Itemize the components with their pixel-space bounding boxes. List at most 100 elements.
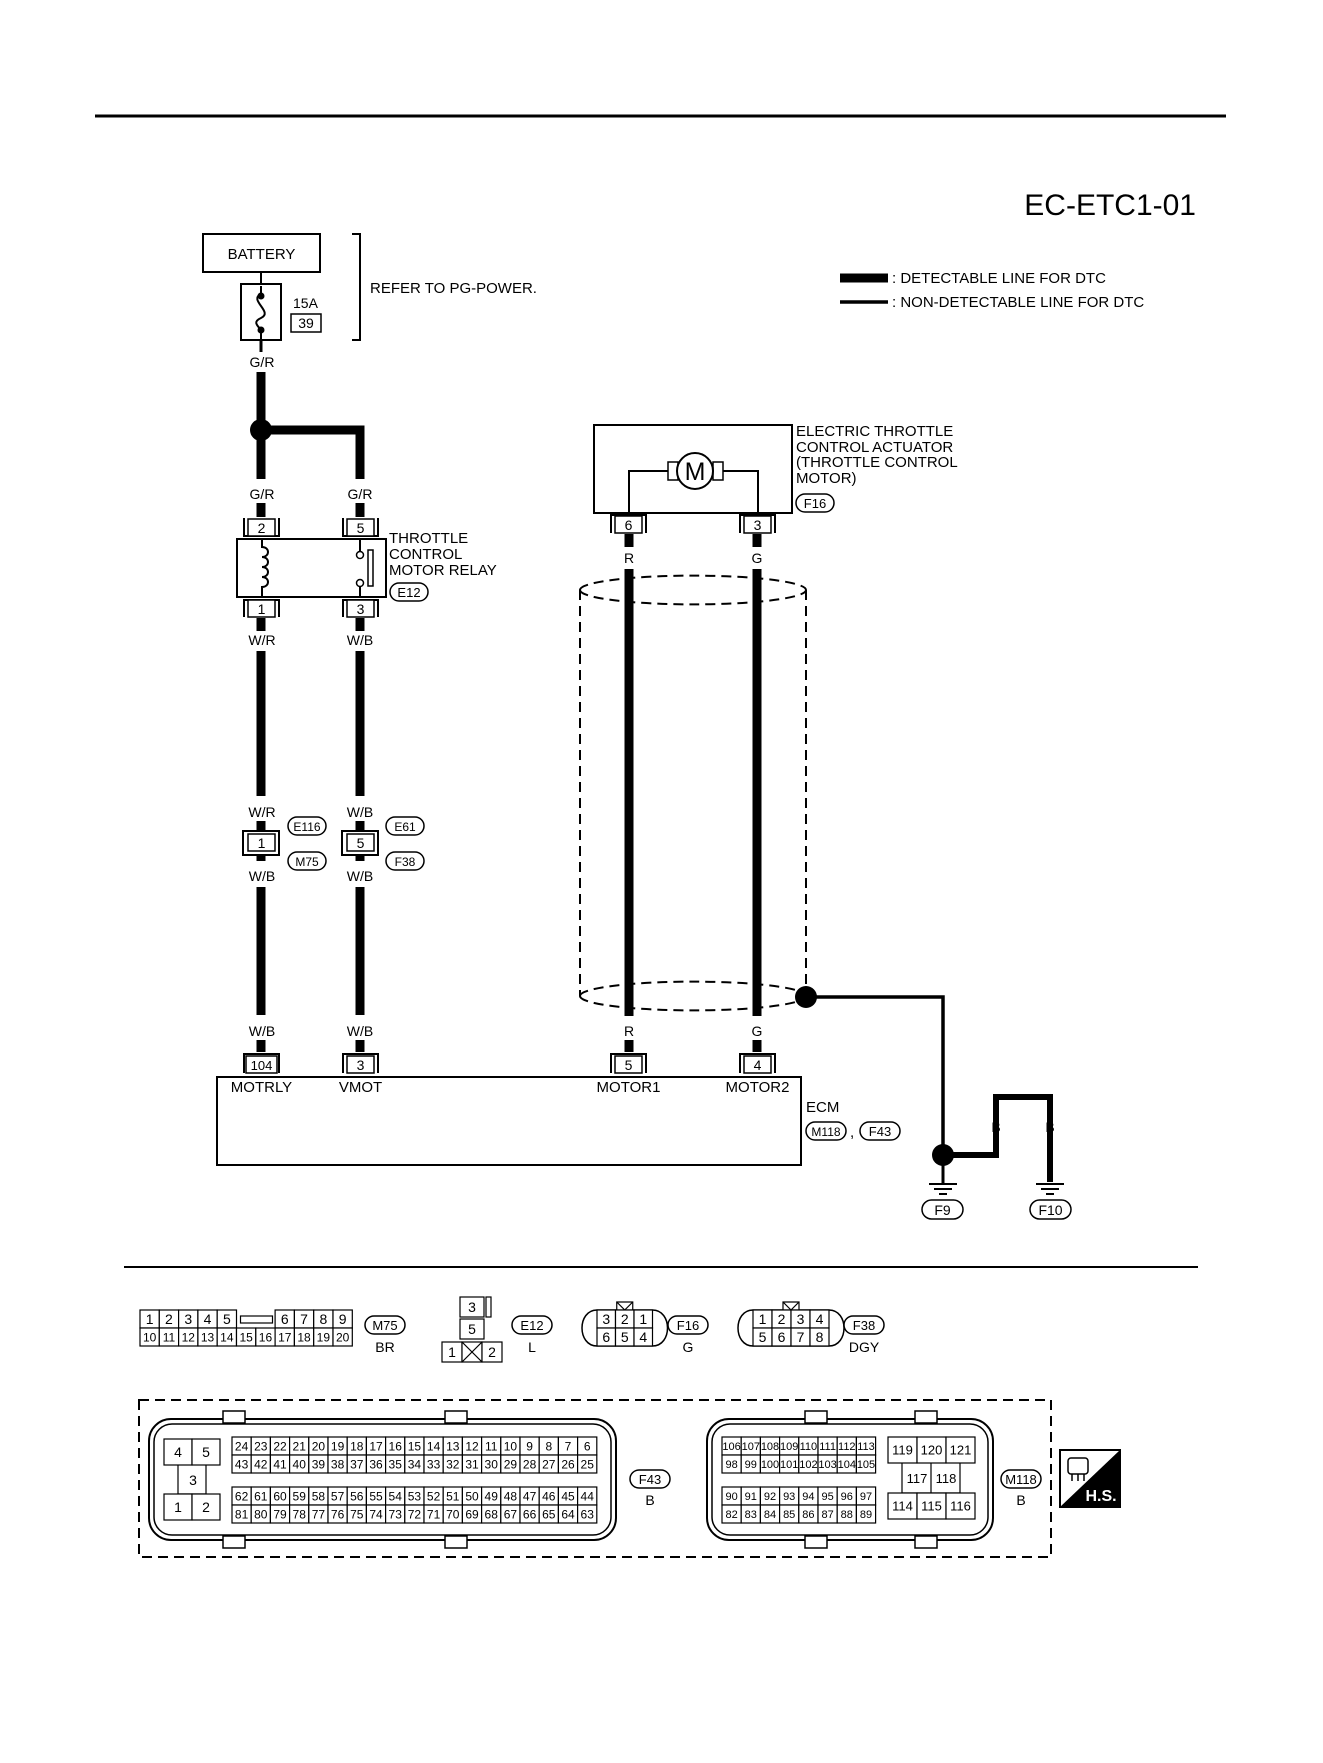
wire-label-wb-6: W/B — [347, 1023, 373, 1039]
actuator-name-line1: ELECTRIC THROTTLE — [796, 423, 953, 440]
pin-label: 87 — [821, 1509, 833, 1521]
pin-label: 53 — [408, 1489, 422, 1503]
pin-label: 14 — [427, 1439, 441, 1453]
pin-label: 3 — [189, 1472, 197, 1488]
joint-left-pin: 1 — [258, 835, 266, 851]
ecm-label: ECM — [806, 1099, 839, 1116]
wire-b-ground — [943, 1094, 1053, 1182]
pin-label: 79 — [273, 1507, 287, 1521]
pin-label: 85 — [783, 1509, 795, 1521]
pin-label: 15 — [239, 1330, 253, 1344]
throttle-actuator: M 6 3 ELECTRIC THROTTLE CONTROL ACTUATOR… — [593, 423, 958, 534]
connector-color: DGY — [849, 1339, 880, 1355]
ground-f9-id: F9 — [934, 1202, 951, 1218]
pin-label: 3 — [602, 1311, 610, 1327]
pin-label: 13 — [201, 1330, 215, 1344]
pin-label: 113 — [857, 1441, 875, 1453]
relay-name-line3: MOTOR RELAY — [389, 562, 497, 579]
wire-label-wb-3: W/B — [249, 868, 275, 884]
pin-label: 83 — [745, 1509, 757, 1521]
ecm: 104 MOTRLY 3 VMOT 5 MOTOR1 4 MOTOR2 ECM … — [216, 1053, 901, 1166]
pin-label: 54 — [389, 1489, 403, 1503]
pin-label: 74 — [369, 1507, 383, 1521]
pin-label: 70 — [446, 1507, 460, 1521]
pin-label: 10 — [143, 1330, 157, 1344]
pin-label: 63 — [581, 1507, 595, 1521]
pin-label: 17 — [369, 1439, 383, 1453]
pin-label: 12 — [465, 1439, 479, 1453]
pin-label: 115 — [921, 1499, 942, 1514]
pin-label: 20 — [312, 1439, 326, 1453]
pin-label: 6 — [602, 1329, 610, 1345]
wire-label-wb-5: W/B — [249, 1023, 275, 1039]
pin-label: 41 — [273, 1457, 287, 1471]
pin-label: 49 — [485, 1489, 499, 1503]
pin-label: 2 — [488, 1344, 496, 1360]
pin-label: 109 — [780, 1441, 798, 1453]
pin-label: 26 — [561, 1457, 575, 1471]
pin-label: 40 — [293, 1457, 307, 1471]
relay-connector-id: E12 — [397, 585, 420, 600]
fuse-number: 39 — [298, 315, 314, 331]
ecm-body — [216, 1076, 802, 1166]
ecm-pin-104: 104 — [251, 1058, 273, 1073]
pin-label: 91 — [745, 1491, 757, 1503]
pin-label: 2 — [165, 1311, 173, 1327]
pin-label: 47 — [523, 1489, 537, 1503]
pin-label: 69 — [465, 1507, 479, 1521]
pin-label: 57 — [331, 1489, 345, 1503]
pin-label: 7 — [565, 1439, 572, 1453]
pin-label: 10 — [504, 1439, 518, 1453]
pin-label: 90 — [725, 1491, 737, 1503]
pin-label: 20 — [336, 1330, 350, 1344]
pin-label: 8 — [319, 1311, 327, 1327]
pin-label: 75 — [350, 1507, 364, 1521]
ecm-terminal-vmot: VMOT — [339, 1079, 382, 1096]
pin-label: 3 — [468, 1299, 476, 1315]
relay-name-line2: CONTROL — [389, 546, 462, 563]
legend-detectable: : DETECTABLE LINE FOR DTC — [892, 270, 1106, 287]
pin-label: 117 — [907, 1471, 928, 1486]
pin-label: 11 — [485, 1439, 498, 1453]
pin-label: 78 — [293, 1507, 307, 1521]
relay-name-line1: THROTTLE — [389, 530, 468, 547]
pin-label: 65 — [542, 1507, 556, 1521]
pin-label: 62 — [235, 1489, 249, 1503]
actuator-pin-3: 3 — [754, 517, 762, 533]
wire-label-wb-4: W/B — [347, 868, 373, 884]
connector-id: F43 — [639, 1472, 661, 1487]
pin-label: 7 — [300, 1311, 308, 1327]
wire-label-wr-1: W/R — [248, 632, 275, 648]
pin-label: 116 — [950, 1499, 971, 1514]
pin-label: 81 — [235, 1507, 249, 1521]
pin-label: 42 — [254, 1457, 268, 1471]
wire-shield-drain — [806, 995, 945, 1154]
pin-label: 96 — [841, 1491, 853, 1503]
shield — [579, 574, 807, 1012]
battery-block: BATTERY 15A 39 REFER TO PG-POWER. — [202, 233, 537, 341]
motor-relay: 2 5 1 3 THROTTLE CONTROL MOTOR RELAY E12 — [236, 518, 497, 618]
pin-label: 35 — [389, 1457, 403, 1471]
battery-box — [202, 233, 321, 273]
ecm-pin-3: 3 — [357, 1057, 365, 1073]
pin-label: 19 — [331, 1439, 345, 1453]
pin-label: 5 — [621, 1329, 629, 1345]
pin-label: 2 — [621, 1311, 629, 1327]
pin-label: 111 — [819, 1441, 836, 1453]
connector-id: M118 — [1005, 1472, 1037, 1487]
pin-label: 4 — [816, 1311, 824, 1327]
pin-label: 86 — [802, 1509, 814, 1521]
pin-label: 60 — [273, 1489, 287, 1503]
pin-label: 66 — [523, 1507, 537, 1521]
refer-note: REFER TO PG-POWER. — [370, 280, 537, 297]
pin-label: 72 — [408, 1507, 422, 1521]
pin-label: 52 — [427, 1489, 441, 1503]
pin-label: 18 — [297, 1330, 311, 1344]
pin-label: 106 — [722, 1441, 740, 1453]
pin-label: 16 — [259, 1330, 273, 1344]
relay-pin-3: 3 — [357, 601, 365, 617]
